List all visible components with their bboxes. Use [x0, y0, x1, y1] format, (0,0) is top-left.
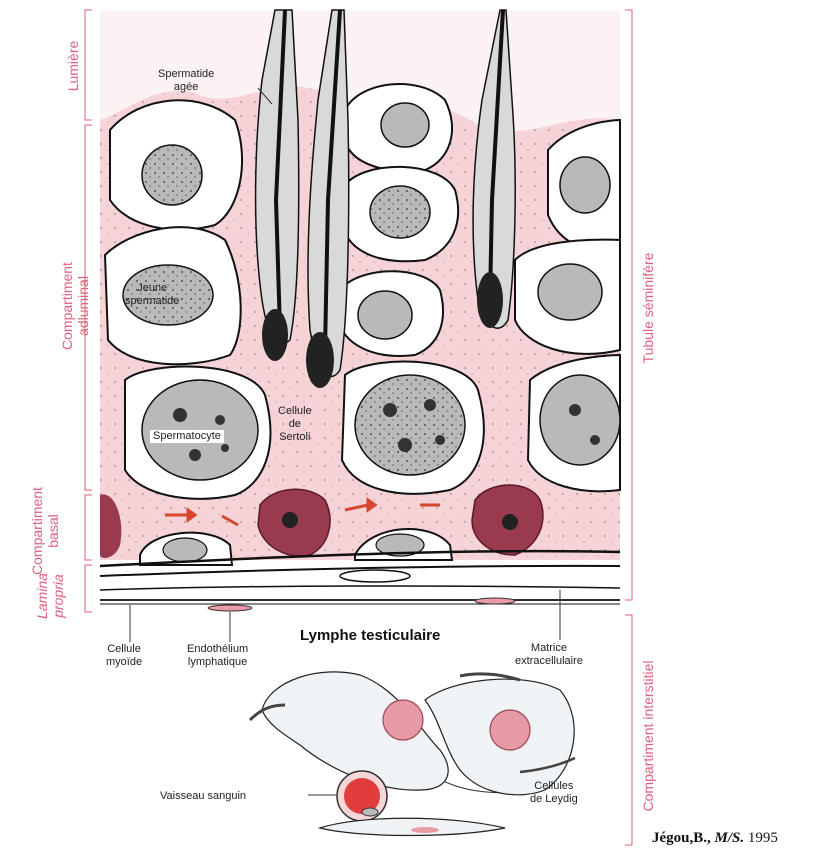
label-spermatide-agee: Spermatide agée — [158, 68, 214, 94]
label-cellule-myoide: Cellule myoïde — [106, 643, 142, 669]
region-adluminal: Compartiment adluminal — [59, 206, 91, 406]
label-jeune-spermatide: Jeune spermatide — [125, 282, 179, 308]
round-spermatid-6 — [515, 240, 620, 354]
label-vaisseau-sanguin: Vaisseau sanguin — [160, 790, 246, 803]
citation-journal: M/S. — [715, 830, 745, 846]
blood-vessel — [337, 771, 387, 821]
label-matrice-extracellulaire: Matrice extracellulaire — [515, 642, 583, 668]
citation: Jégou,B., M/S. 1995 — [652, 830, 778, 847]
citation-author: Jégou,B., — [652, 830, 715, 846]
round-spermatid-4 — [338, 271, 443, 356]
round-spermatid-5 — [548, 120, 620, 251]
label-endothelium-lymphatique: Endothélium lymphatique — [187, 643, 248, 669]
citation-year: 1995 — [744, 830, 778, 846]
region-interstitiel: Compartiment interstitiel — [640, 641, 656, 831]
right-brackets — [625, 10, 632, 845]
bottom-cell — [320, 818, 505, 835]
label-cellule-sertoli: Cellule de Sertoli — [278, 405, 312, 444]
region-tubule-seminifere: Tubule séminifère — [640, 228, 656, 388]
region-lamina-propria: Lamina propria — [34, 561, 66, 631]
region-lumiere: Lumière — [65, 31, 81, 101]
spermatocyte-2 — [342, 361, 484, 493]
round-spermatid-3 — [342, 167, 458, 261]
label-spermatocyte: Spermatocyte — [150, 430, 224, 443]
round-spermatid-1 — [110, 100, 242, 229]
label-cellules-leydig: Cellules de Leydig — [530, 780, 578, 806]
leydig-cells — [262, 672, 574, 795]
round-spermatid-2 — [345, 84, 452, 171]
label-lymphe-testiculaire: Lymphe testiculaire — [300, 627, 440, 644]
spermatocyte-3 — [528, 355, 620, 491]
